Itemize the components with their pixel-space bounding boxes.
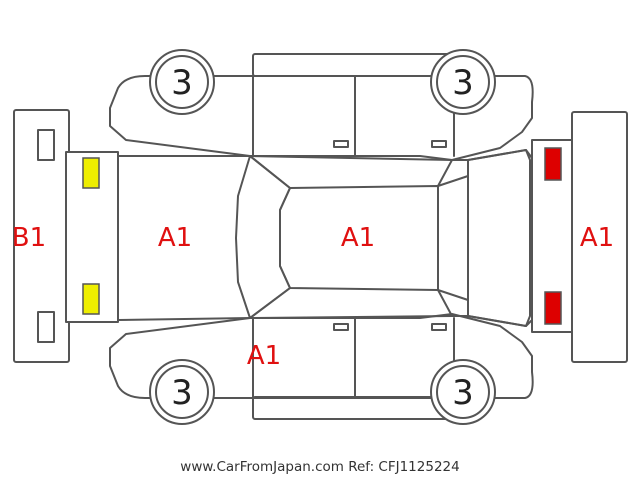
a-pillar-bottom [437,289,453,317]
tire-front-left: 3 [149,49,215,115]
bottom-door-handle-2 [431,323,447,331]
rear-pillar-bottom [249,287,291,319]
top-door-handle-2 [431,140,447,148]
top-view-body [65,139,573,333]
rear-bumper-reflector-top [37,129,55,161]
trunk-code: A1 [158,223,192,253]
rear-pillar-top [249,155,291,189]
hood [467,149,531,327]
top-side-sill [252,53,455,77]
rear-bumper-reflector-bottom [37,311,55,343]
tire-rear-right: 3 [430,359,496,425]
tire-front-right: 3 [430,49,496,115]
tire-rear-left: 3 [149,359,215,425]
roof-code: A1 [341,223,375,253]
bottom-door-handle-1 [333,323,349,331]
tire-rear-left-grade: 3 [171,373,193,413]
top-side-body [109,75,534,161]
top-door-handle-1 [333,140,349,148]
windshield [437,175,469,301]
rear-lamp-bottom [82,283,100,315]
front-lamp-bottom [544,291,562,325]
right-side-code: A1 [247,341,281,371]
a-pillar-top [437,159,453,187]
bottom-side-sill [252,396,455,420]
tire-front-right-grade: 3 [452,63,474,103]
rear-bumper-code: B1 [12,223,46,253]
tire-rear-right-grade: 3 [452,373,474,413]
front-bumper-code: A1 [580,223,614,253]
rear-lamp-top [82,157,100,189]
rear-bumper [13,109,70,363]
footer-reference: www.CarFromJapan.com Ref: CFJ1125224 [180,459,459,475]
front-lamp-top [544,147,562,181]
tire-front-left-grade: 3 [171,63,193,103]
